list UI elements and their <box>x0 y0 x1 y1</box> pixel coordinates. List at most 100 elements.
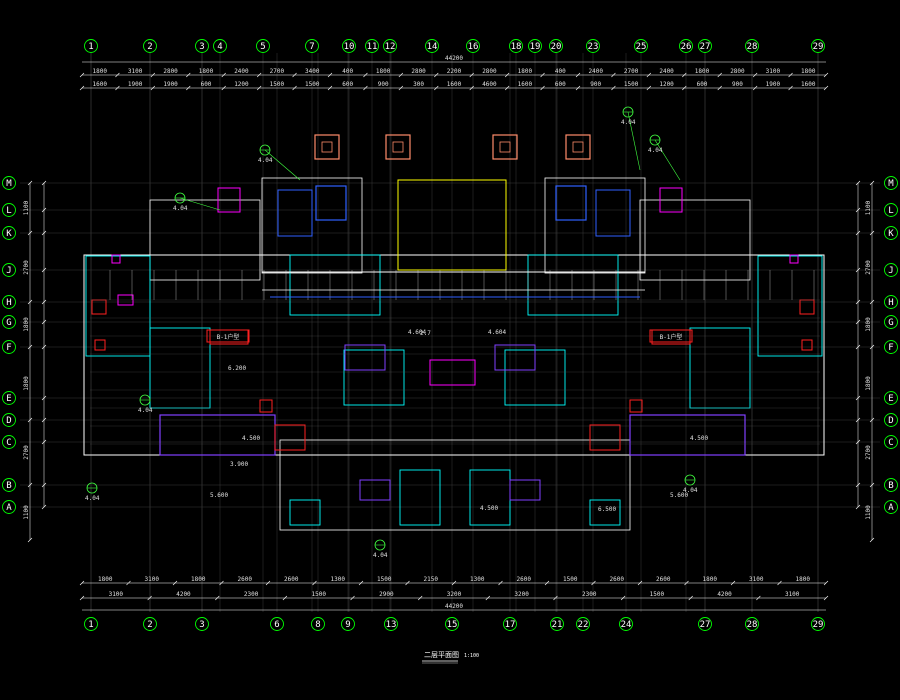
axis-bubble-label: D <box>6 416 11 426</box>
cyan-wall <box>399 469 441 526</box>
dim-label: 1100 <box>23 200 30 215</box>
interior-dimension-label: 6.500 <box>598 506 616 513</box>
dim-label: 1800 <box>92 68 107 75</box>
dim-label: 1800 <box>191 576 206 583</box>
axis-bubble: F <box>884 340 898 354</box>
interior-dimension-label: 4.500 <box>242 435 260 442</box>
column-box-inner <box>572 141 584 153</box>
dim-tick <box>777 580 782 586</box>
axis-bubble: 14 <box>425 39 439 53</box>
axis-bubble-circle <box>311 617 325 631</box>
dim-label: 2900 <box>379 591 394 598</box>
dim-label: 600 <box>342 81 353 88</box>
callout: 4.04 <box>621 106 636 126</box>
building-outline <box>83 254 825 456</box>
axis-bubble-circle <box>811 39 825 53</box>
dim-tick <box>27 180 33 186</box>
axis-bubble: 5 <box>256 39 270 53</box>
axis-bubble-circle <box>2 263 16 277</box>
central-atrium <box>397 179 507 271</box>
dim-tick <box>292 72 297 78</box>
dim-tick <box>350 595 355 601</box>
dim-label: 1800 <box>695 68 710 75</box>
axis-bubble-circle <box>445 617 459 631</box>
dim-tick <box>855 180 861 186</box>
axis-bubble-circle <box>549 39 563 53</box>
dim-tick <box>41 230 47 236</box>
axis-bubble: 1 <box>84 617 98 631</box>
axis-bubble-label: 25 <box>636 42 647 52</box>
axis-bubble-circle <box>884 435 898 449</box>
axis-bubble-circle <box>2 500 16 514</box>
axis-bubble: C <box>2 435 16 449</box>
dim-label: 1500 <box>377 576 392 583</box>
bottom-overall-dimension: 44200 <box>82 603 826 611</box>
dim-tick <box>434 85 439 91</box>
leader-line <box>179 197 221 211</box>
dim-label: 4600 <box>482 81 497 88</box>
axis-bubble: 11 <box>365 39 379 53</box>
dim-tick <box>41 180 47 186</box>
axis-bubble-circle <box>84 617 98 631</box>
interior-dimension-label: 4.500 <box>690 435 708 442</box>
dim-tick <box>41 482 47 488</box>
axis-bubble-circle <box>2 478 16 492</box>
dim-tick <box>327 72 333 78</box>
dim-label: 1800 <box>801 68 816 75</box>
left-dimension-chain-2 <box>41 180 47 510</box>
dim-tick <box>788 72 793 78</box>
axis-bubble-circle <box>811 617 825 631</box>
dim-tick <box>646 72 652 78</box>
dim-tick <box>41 267 47 273</box>
dim-label: 1100 <box>865 505 872 520</box>
interior-dimension-label: 5.600 <box>670 492 688 499</box>
cyan-wall <box>85 255 151 357</box>
dim-tick <box>221 85 226 91</box>
interior-dimension-label: 6.200 <box>228 365 246 372</box>
axis-bubble-circle <box>2 315 16 329</box>
axis-bubble-label: 7 <box>309 42 314 52</box>
dim-tick <box>265 580 271 586</box>
dim-label: 1500 <box>312 591 327 598</box>
dim-tick <box>611 72 616 78</box>
axis-bubble: M <box>884 176 898 190</box>
axis-bubble: G <box>2 315 16 329</box>
dim-tick <box>79 85 85 91</box>
dim-tick <box>717 85 722 91</box>
dim-label: 2400 <box>588 68 603 75</box>
dim-tick <box>611 85 616 91</box>
dim-label: 1500 <box>650 591 665 598</box>
axis-bubble-circle <box>383 39 397 53</box>
interior-dimension-label: 5.600 <box>210 492 228 499</box>
axis-bubble-label: 9 <box>345 620 350 630</box>
axis-bubble: 15 <box>445 617 459 631</box>
axis-bubble-label: C <box>6 438 11 448</box>
elevator-right <box>555 185 587 221</box>
axis-bubble: 10 <box>342 39 356 53</box>
dim-tick <box>544 580 550 586</box>
axis-bubble-circle <box>884 226 898 240</box>
axis-bubble: 9 <box>341 617 355 631</box>
magenta-feature <box>217 187 241 213</box>
dim-tick <box>855 395 861 401</box>
cyan-wall <box>149 327 211 409</box>
axis-bubble-label: 16 <box>468 42 479 52</box>
dim-label: 3100 <box>766 68 781 75</box>
axis-bubble-circle <box>143 617 157 631</box>
axis-bubble-circle <box>884 340 898 354</box>
dim-tick <box>855 299 861 305</box>
dim-tick <box>637 580 643 586</box>
dim-tick <box>27 299 33 305</box>
axis-bubble-label: 18 <box>511 42 522 52</box>
drawing-title: 二层平面图 1:100 <box>422 651 479 664</box>
axis-bubble-label: 3 <box>199 42 204 52</box>
wall-block <box>639 199 751 281</box>
dim-tick <box>221 72 226 78</box>
axis-bubble: 19 <box>528 39 542 53</box>
axis-bubble-label: 24 <box>621 620 632 630</box>
callout-label: 4.04 <box>373 552 388 559</box>
callout-label: 4.04 <box>85 495 100 502</box>
purple-room <box>359 479 391 501</box>
grid-lines <box>20 53 880 612</box>
dim-tick <box>788 85 793 91</box>
